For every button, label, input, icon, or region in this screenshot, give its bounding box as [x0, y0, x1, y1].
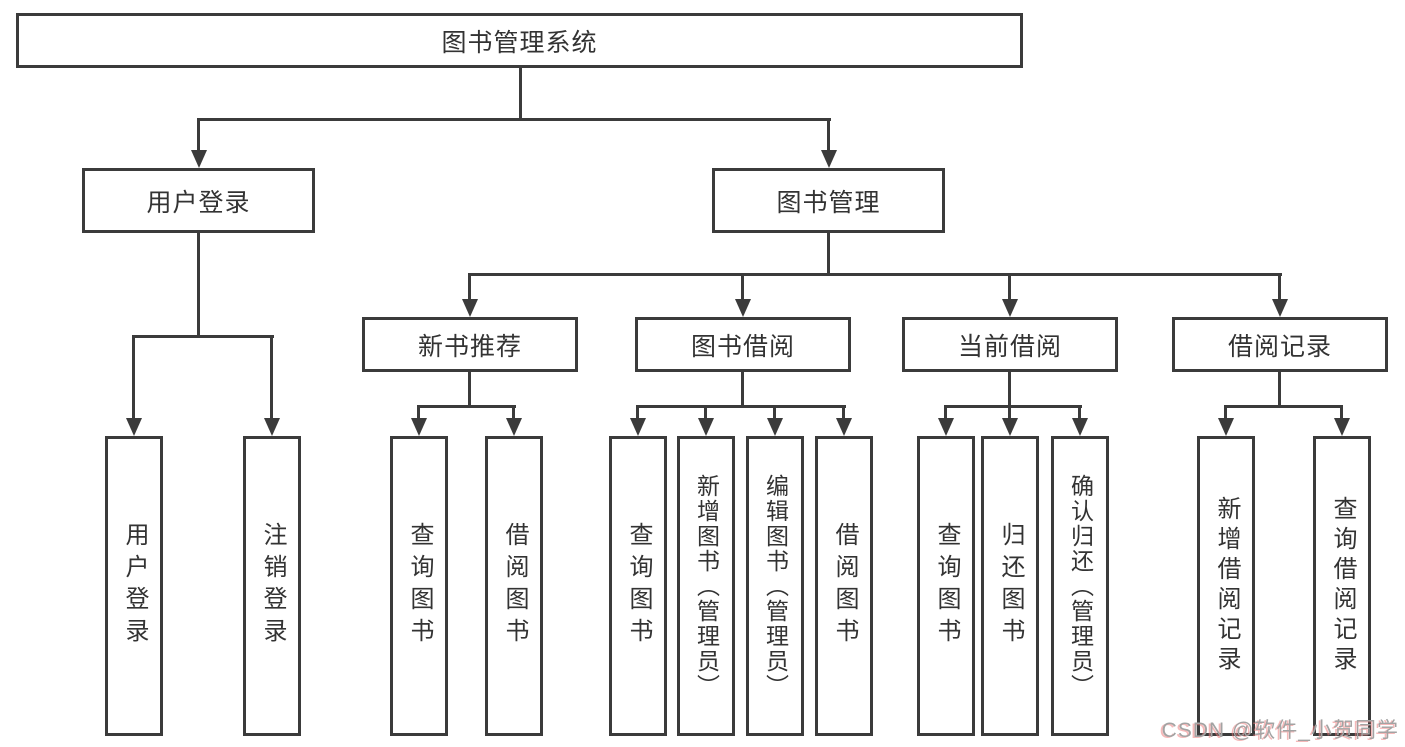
- csdn-watermark: CSDN @软件_小贺同学: [1161, 719, 1399, 742]
- connector-borrowing-branch: [636, 405, 846, 408]
- connector-recommend-stem: [468, 372, 471, 405]
- connector-borrowing-stem: [741, 372, 744, 405]
- arrow-to-borrow-books-rec: [512, 408, 515, 418]
- arrow-to-add-books-admin: [704, 408, 707, 418]
- arrow-to-borrow-books-borrow: [842, 408, 845, 418]
- node-book-borrowing: 图书借阅: [635, 317, 851, 372]
- node-borrowing-records-label: 借阅记录: [1227, 332, 1332, 361]
- leaf-edit-books-admin-label: 编辑图书（管理员）: [762, 473, 789, 699]
- node-current-borrowing: 当前借阅: [902, 317, 1118, 372]
- arrow-to-current-borrowing: [1008, 276, 1011, 299]
- arrow-to-book-management: [827, 121, 830, 150]
- leaf-confirm-return-admin-label: 确认归还（管理员）: [1067, 473, 1094, 699]
- node-book-management: 图书管理: [712, 168, 945, 233]
- node-user-login-label: 用户登录: [146, 188, 251, 217]
- leaf-query-books-rec-label: 查询图书: [406, 522, 433, 650]
- arrow-to-book-borrowing: [741, 276, 744, 299]
- connector-user-login-stem: [197, 233, 200, 335]
- connector-records-stem: [1278, 372, 1281, 405]
- node-book-borrowing-label: 图书借阅: [690, 332, 795, 361]
- connector-level3-branch: [468, 273, 1282, 276]
- leaf-add-books-admin-label: 新增图书（管理员）: [693, 473, 720, 699]
- leaf-add-books-admin: 新增图书（管理员）: [677, 436, 735, 736]
- arrow-to-add-borrow-record: [1224, 408, 1227, 418]
- node-book-management-label: 图书管理: [776, 188, 881, 217]
- connector-user-login-branch: [132, 335, 274, 338]
- node-current-borrowing-label: 当前借阅: [957, 332, 1062, 361]
- leaf-query-books-current: 查询图书: [917, 436, 975, 736]
- arrow-to-query-borrow-record: [1340, 408, 1343, 418]
- node-new-book-recommend: 新书推荐: [362, 317, 578, 372]
- connector-recommend-branch: [417, 405, 516, 408]
- arrow-to-confirm-return-admin: [1078, 408, 1081, 418]
- leaf-query-books-rec: 查询图书: [390, 436, 448, 736]
- arrow-to-new-book-recommend: [468, 276, 471, 299]
- connector-book-management-stem: [827, 233, 830, 273]
- arrow-to-return-books: [1008, 408, 1011, 418]
- arrow-to-user-login-leaf: [132, 338, 135, 418]
- connector-current-branch: [944, 405, 1082, 408]
- arrow-to-edit-books-admin: [773, 408, 776, 418]
- leaf-logout-label: 注销登录: [259, 522, 286, 650]
- leaf-borrow-books-borrow: 借阅图书: [815, 436, 873, 736]
- leaf-return-books: 归还图书: [981, 436, 1039, 736]
- arrow-to-logout-leaf: [270, 338, 273, 418]
- connector-level2-branch: [197, 118, 831, 121]
- leaf-query-borrow-record-label: 查询借阅记录: [1329, 496, 1356, 676]
- leaf-borrow-books-rec-label: 借阅图书: [501, 522, 528, 650]
- connector-root-stem: [519, 68, 522, 118]
- arrow-to-borrowing-records: [1278, 276, 1281, 299]
- node-new-book-recommend-label: 新书推荐: [417, 332, 522, 361]
- leaf-query-books-current-label: 查询图书: [933, 522, 960, 650]
- leaf-return-books-label: 归还图书: [997, 522, 1024, 650]
- connector-records-branch: [1224, 405, 1343, 408]
- leaf-query-books-borrow-label: 查询图书: [625, 522, 652, 650]
- node-borrowing-records: 借阅记录: [1172, 317, 1388, 372]
- leaf-borrow-books-borrow-label: 借阅图书: [831, 522, 858, 650]
- arrow-to-query-books-rec: [417, 408, 420, 418]
- arrow-to-query-books-borrow: [636, 408, 639, 418]
- leaf-logout: 注销登录: [243, 436, 301, 736]
- node-root-label: 图书管理系统: [441, 28, 598, 57]
- leaf-edit-books-admin: 编辑图书（管理员）: [746, 436, 804, 736]
- connector-current-stem: [1008, 372, 1011, 405]
- leaf-borrow-books-rec: 借阅图书: [485, 436, 543, 736]
- leaf-user-login-label: 用户登录: [121, 522, 148, 650]
- leaf-user-login: 用户登录: [105, 436, 163, 736]
- leaf-add-borrow-record: 新增借阅记录: [1197, 436, 1255, 736]
- arrow-to-user-login: [197, 121, 200, 150]
- leaf-confirm-return-admin: 确认归还（管理员）: [1051, 436, 1109, 736]
- leaf-query-borrow-record: 查询借阅记录: [1313, 436, 1371, 736]
- node-root: 图书管理系统: [16, 13, 1023, 68]
- arrow-to-query-books-current: [944, 408, 947, 418]
- node-user-login: 用户登录: [82, 168, 315, 233]
- leaf-query-books-borrow: 查询图书: [609, 436, 667, 736]
- leaf-add-borrow-record-label: 新增借阅记录: [1213, 496, 1240, 676]
